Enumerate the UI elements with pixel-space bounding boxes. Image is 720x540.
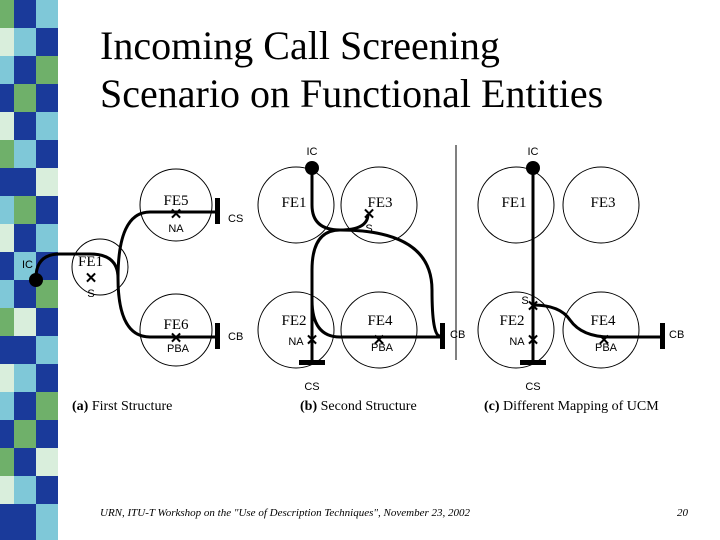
labels-first: FE5 NA CS IC FE1 S FE6 PBA CB: [22, 193, 243, 355]
labels-second: IC FE1 FE3 S FE2 FE4 NA PBA CB CS: [281, 146, 465, 393]
entity-label: FE1: [501, 195, 526, 211]
responsibility-label: PBA: [595, 342, 618, 354]
responsibility-marker-icon: ✕: [598, 332, 611, 349]
responsibility-marker-icon: ✕: [527, 332, 540, 349]
labels-third: IC FE1 FE3 S FE2 FE4 NA PBA CB CS: [499, 146, 684, 393]
path-third: [531, 170, 660, 360]
start-point-a: [29, 273, 43, 287]
responsibility-marker-icon: ✕: [170, 330, 183, 347]
entity-label: FE2: [499, 313, 524, 329]
title-line-1: Incoming Call Screening: [100, 23, 500, 68]
entity-label: FE5: [163, 193, 188, 209]
responsibility-label: PBA: [371, 342, 394, 354]
entity-label: FE2: [281, 313, 306, 329]
slide-title: Incoming Call Screening Scenario on Func…: [100, 22, 603, 118]
responsibility-label: S: [521, 295, 528, 307]
caption-text: Second Structure: [321, 399, 417, 414]
responsibility-marker-icon: ✕: [85, 270, 98, 287]
slide-footer: URN, ITU-T Workshop on the "Use of Descr…: [100, 507, 470, 519]
caption-prefix: (c): [484, 399, 500, 414]
responsibility-label: S: [87, 288, 94, 300]
entity-label: FE1: [281, 195, 306, 211]
end-bar-cb-a: [215, 323, 220, 349]
caption-prefix: (a): [72, 399, 89, 414]
responsibility-label: NA: [509, 336, 525, 348]
captions: (a) First Structure (b) Second Structure…: [72, 399, 659, 414]
start-point-c: [526, 161, 540, 175]
component-fe5: [139, 168, 213, 242]
end-bar-cs-c: [520, 360, 546, 365]
responsibility-label: NA: [288, 336, 304, 348]
end-label: CB: [228, 331, 243, 343]
responsibility-label: S: [365, 223, 372, 235]
responsibility-label: PBA: [167, 343, 190, 355]
end-label: CB: [669, 329, 684, 341]
components: [71, 166, 640, 369]
component-fe1-a: [71, 238, 129, 296]
end-bar-cs-a: [215, 198, 220, 224]
component-fe2-b: [257, 291, 335, 369]
end-label: CS: [228, 213, 243, 225]
component-fe1-b: [257, 166, 335, 244]
start-label: IC: [307, 146, 318, 158]
caption-text: First Structure: [92, 399, 173, 414]
end-label: CS: [525, 381, 540, 393]
component-fe6: [139, 293, 213, 367]
entity-label: FE3: [367, 195, 392, 211]
responsibility-marker-icon: ✕: [363, 206, 376, 223]
stripe-blocks: [0, 0, 58, 540]
path-second: [310, 170, 441, 360]
component-fe1-c: [477, 166, 555, 244]
path-first: [34, 210, 215, 339]
start-label: IC: [528, 146, 539, 158]
caption-third: (c) Different Mapping of UCM: [484, 399, 659, 414]
component-fe3-c: [562, 166, 640, 244]
entity-label: FE6: [163, 317, 189, 333]
responsibility-label: NA: [168, 223, 184, 235]
end-bar-cb-b: [440, 323, 445, 349]
start-point-b: [305, 161, 319, 175]
entity-label: FE3: [590, 195, 615, 211]
end-label: CB: [450, 329, 465, 341]
responsibility-marker-icon: ✕: [306, 332, 319, 349]
entity-label: FE4: [590, 313, 616, 329]
component-fe4-b: [340, 291, 418, 369]
title-line-2: Scenario on Functional Entities: [100, 71, 604, 116]
end-bar-cs-b: [299, 360, 325, 365]
component-fe4-c: [562, 291, 640, 369]
decorative-stripe: [0, 0, 60, 540]
caption-text: Different Mapping of UCM: [503, 399, 659, 414]
responsibility-markers: ✕ ✕ ✕ ✕ ✕ ✕ ✕ ✕ ✕: [85, 206, 611, 349]
entity-label: FE1: [78, 254, 103, 270]
end-bar-cb-c: [660, 323, 665, 349]
end-label: CS: [304, 381, 319, 393]
responsibility-marker-icon: ✕: [527, 298, 540, 315]
caption-prefix: (b): [300, 399, 317, 414]
start-label: IC: [22, 259, 33, 271]
component-fe3-b: [340, 166, 418, 244]
caption-second: (b) Second Structure: [300, 399, 417, 414]
page-number: 20: [677, 507, 688, 519]
component-fe2-c: [477, 291, 555, 369]
entity-label: FE4: [367, 313, 393, 329]
responsibility-marker-icon: ✕: [170, 206, 183, 223]
responsibility-marker-icon: ✕: [373, 332, 386, 349]
caption-first: (a) First Structure: [72, 399, 172, 414]
